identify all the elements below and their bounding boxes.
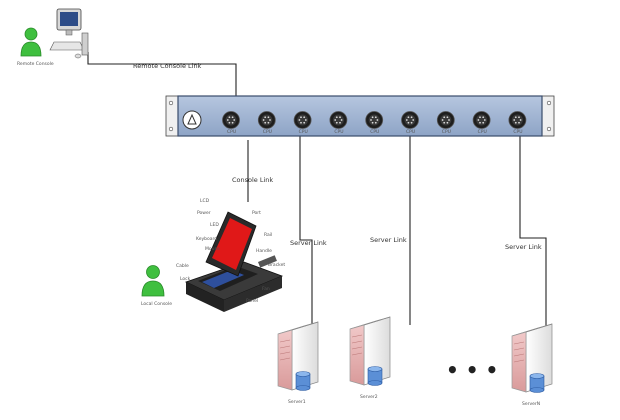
server-ports: CPU CPU CPU CPU CPU CPU CPU CPU CPU <box>222 111 527 135</box>
remote-console-label: Remote Console <box>17 61 54 67</box>
port-label: CPU <box>406 129 415 135</box>
server-port-icon <box>401 111 419 129</box>
server-port-icon <box>329 111 348 129</box>
local-console-label: Local Console <box>141 301 172 307</box>
kvm-switch: CPU CPU CPU CPU CPU CPU CPU CPU CPU <box>165 95 555 137</box>
local-console: Local Console <box>141 265 172 307</box>
database-icon <box>367 366 383 386</box>
remote-link-label: Remote Console Link <box>133 62 202 70</box>
port-label: CPU <box>227 129 236 135</box>
callout-label: Fan <box>262 286 270 292</box>
database-icon <box>529 373 545 393</box>
callout-label: Port <box>252 210 261 216</box>
callout-label: Panel <box>246 298 258 304</box>
server-port-icon <box>472 111 491 129</box>
callout-label: LED <box>210 222 219 228</box>
console-drawer <box>184 211 284 312</box>
server-port-icon <box>222 111 240 129</box>
user-icon <box>20 27 42 57</box>
server-label: Server2 <box>360 394 378 400</box>
server-port-icon <box>365 111 384 129</box>
computer-icon <box>49 8 89 59</box>
server-label: Server1 <box>288 399 306 405</box>
servern-link-label: Server Link <box>505 243 542 251</box>
port-label: CPU <box>299 129 308 135</box>
callout-label: Rail <box>264 232 272 238</box>
keyboard-icon <box>202 270 244 288</box>
server-port-icon <box>293 111 312 129</box>
remote-console-cable <box>87 52 237 96</box>
user-icon <box>141 265 165 297</box>
database-icon <box>295 371 311 391</box>
callout-label: Cable <box>176 263 189 269</box>
server1-cable <box>299 128 313 330</box>
server-icon <box>511 323 553 393</box>
server2-link-label: Server Link <box>370 236 407 244</box>
server-icon <box>349 316 391 386</box>
port-label: CPU <box>370 129 379 135</box>
callout-label: Power <box>197 210 211 216</box>
server-port-icon <box>508 111 527 129</box>
port-label: CPU <box>442 129 451 135</box>
callout-label: Handle <box>256 248 272 254</box>
callout-label: Keyboard <box>196 236 217 242</box>
callout-label: Mouse <box>205 246 220 252</box>
server-port-icon <box>257 111 276 129</box>
more-servers-ellipsis: • • • <box>446 358 498 382</box>
callout-label: Lock <box>180 276 191 282</box>
lcd-screen <box>212 218 252 270</box>
server1-link-label: Server Link <box>290 239 327 247</box>
connection-lines <box>87 52 547 332</box>
port-label: CPU <box>334 129 343 135</box>
console-port-icon <box>182 110 202 130</box>
port-label: CPU <box>263 129 272 135</box>
local-link-label: Console Link <box>232 176 273 184</box>
callout-label: Bracket <box>268 262 285 268</box>
port-label: CPU <box>513 129 522 135</box>
server-icon <box>277 321 319 391</box>
remote-console: Remote Console <box>17 8 89 67</box>
servern-cable <box>519 128 547 332</box>
server-port-icon <box>436 111 455 129</box>
callout-label: LCD <box>200 198 210 204</box>
server-label: ServerN <box>522 401 540 407</box>
port-label: CPU <box>478 129 487 135</box>
